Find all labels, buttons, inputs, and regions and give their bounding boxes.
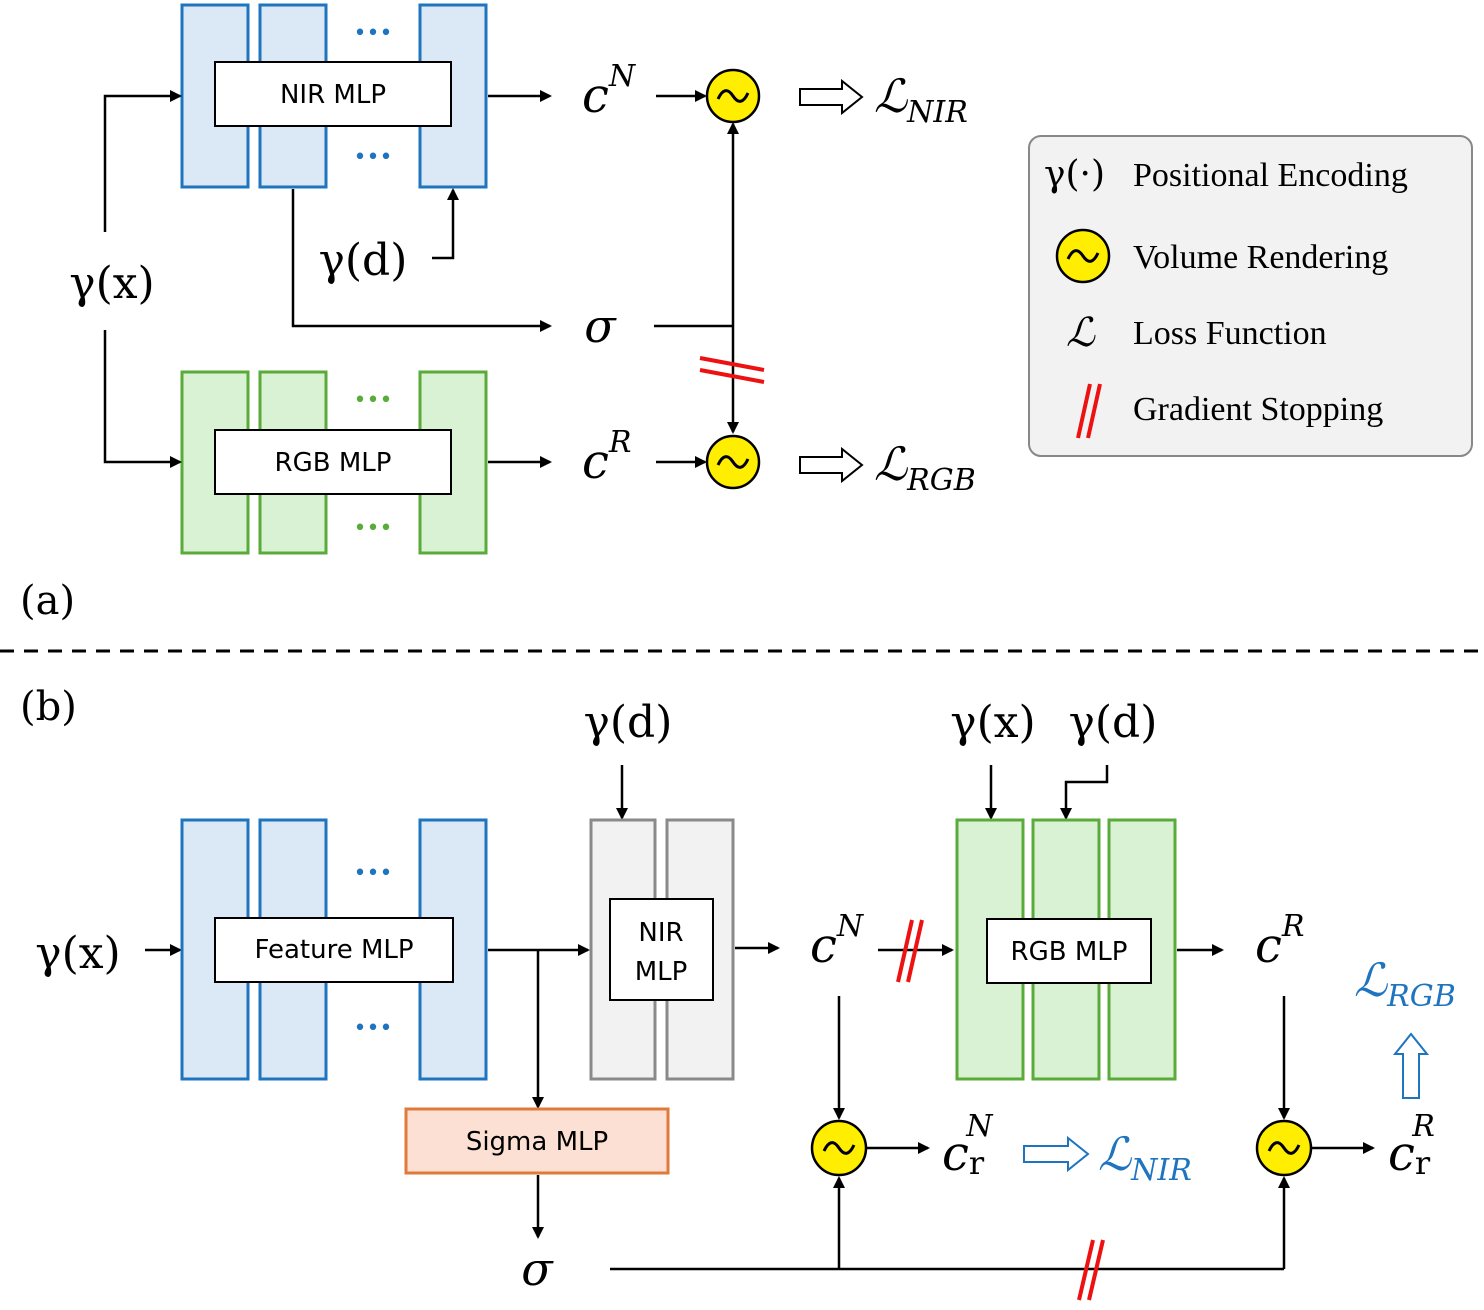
nir-mlp-block-a: ••• ••• NIR MLP bbox=[180, 3, 488, 189]
gamma-x-rgb-b: γ(x) bbox=[950, 697, 1035, 748]
panel-a: ••• ••• NIR MLP ••• ••• RGB MLP γ(x) γ(d… bbox=[20, 3, 976, 624]
rgb-mlp-block-b: RGB MLP bbox=[955, 818, 1177, 1081]
rgb-mlp-label-b: RGB MLP bbox=[1011, 937, 1128, 967]
cn-label-a: cN bbox=[582, 59, 637, 124]
arrow-sigma bbox=[291, 189, 552, 332]
sigma-label-b: σ bbox=[521, 1242, 554, 1296]
panel-b: (b) γ(x) ••• ••• Feature MLP γ(d) NIR ML… bbox=[20, 684, 1456, 1301]
nir-mlp-label-b-line2: MLP bbox=[635, 957, 688, 987]
dots-top: ••• bbox=[354, 388, 393, 413]
loss-nir-b: ℒNIR bbox=[1098, 1127, 1192, 1188]
loss-rgb-b: ℒRGB bbox=[1354, 953, 1456, 1014]
gamma-x-in-b: γ(x) bbox=[35, 928, 120, 979]
loss-rgb-a: ℒRGB bbox=[874, 437, 976, 498]
dots-bottom: ••• bbox=[354, 1016, 393, 1041]
cr-label-a: cR bbox=[582, 425, 631, 490]
legend-pe-label: Positional Encoding bbox=[1133, 157, 1408, 194]
legend-vr-label: Volume Rendering bbox=[1133, 239, 1388, 276]
legend-gs-label: Gradient Stopping bbox=[1133, 391, 1383, 428]
hollow-arrow-nir-b bbox=[1023, 1135, 1090, 1173]
feature-mlp-label: Feature MLP bbox=[254, 935, 413, 965]
legend-loss-symbol: ℒ bbox=[1066, 310, 1096, 356]
arrow-gd-rgb-b bbox=[1060, 765, 1109, 820]
nir-mlp-block-b: NIR MLP bbox=[589, 818, 735, 1081]
gamma-d-rgb-b: γ(d) bbox=[1069, 697, 1158, 748]
hollow-arrow-rgb-a bbox=[799, 446, 864, 484]
gamma-d-label-a: γ(d) bbox=[319, 235, 408, 286]
arrow-gd-nir bbox=[432, 188, 459, 260]
crr-label: crR bbox=[1388, 1109, 1435, 1182]
gradient-stop-b-top bbox=[896, 919, 924, 983]
panel-a-label: (a) bbox=[20, 578, 75, 624]
gradient-stop-b-bottom bbox=[1077, 1239, 1105, 1301]
gradient-stop-a bbox=[699, 356, 765, 384]
cn-label-b: cN bbox=[810, 909, 865, 974]
dots-bottom: ••• bbox=[354, 145, 393, 170]
hollow-arrow-nir-a bbox=[799, 78, 864, 116]
sigma-label-a: σ bbox=[584, 299, 617, 353]
cr-label-b: cR bbox=[1255, 909, 1304, 974]
feature-mlp-block: ••• ••• Feature MLP bbox=[180, 818, 488, 1081]
panel-b-label: (b) bbox=[20, 684, 77, 730]
legend-loss-label: Loss Function bbox=[1133, 315, 1327, 352]
crn-label: crN bbox=[942, 1109, 994, 1182]
gamma-x-label-a: γ(x) bbox=[69, 258, 154, 309]
legend-gradient-stop-icon bbox=[1076, 383, 1102, 439]
dots-top: ••• bbox=[354, 21, 393, 46]
nir-mlp-label-b-line1: NIR bbox=[638, 918, 683, 948]
legend-pe-symbol: γ(·) bbox=[1044, 154, 1105, 195]
nir-mlp-label-a: NIR MLP bbox=[280, 80, 386, 110]
sigma-mlp-block: Sigma MLP bbox=[404, 1107, 670, 1175]
arrow-gx-rgb bbox=[103, 330, 182, 468]
sigma-mlp-label: Sigma MLP bbox=[466, 1127, 608, 1157]
rgb-mlp-block-a: ••• ••• RGB MLP bbox=[180, 370, 488, 555]
legend: γ(·) Positional Encoding Volume Renderin… bbox=[1028, 135, 1473, 457]
dots-bottom: ••• bbox=[354, 516, 393, 541]
rgb-mlp-label-a: RGB MLP bbox=[275, 448, 392, 478]
gamma-d-top-b: γ(d) bbox=[584, 697, 673, 748]
hollow-arrow-rgb-b bbox=[1392, 1032, 1430, 1099]
loss-nir-a: ℒNIR bbox=[874, 69, 968, 130]
arrow-gx-nir bbox=[103, 90, 182, 232]
dots-top: ••• bbox=[354, 861, 393, 886]
